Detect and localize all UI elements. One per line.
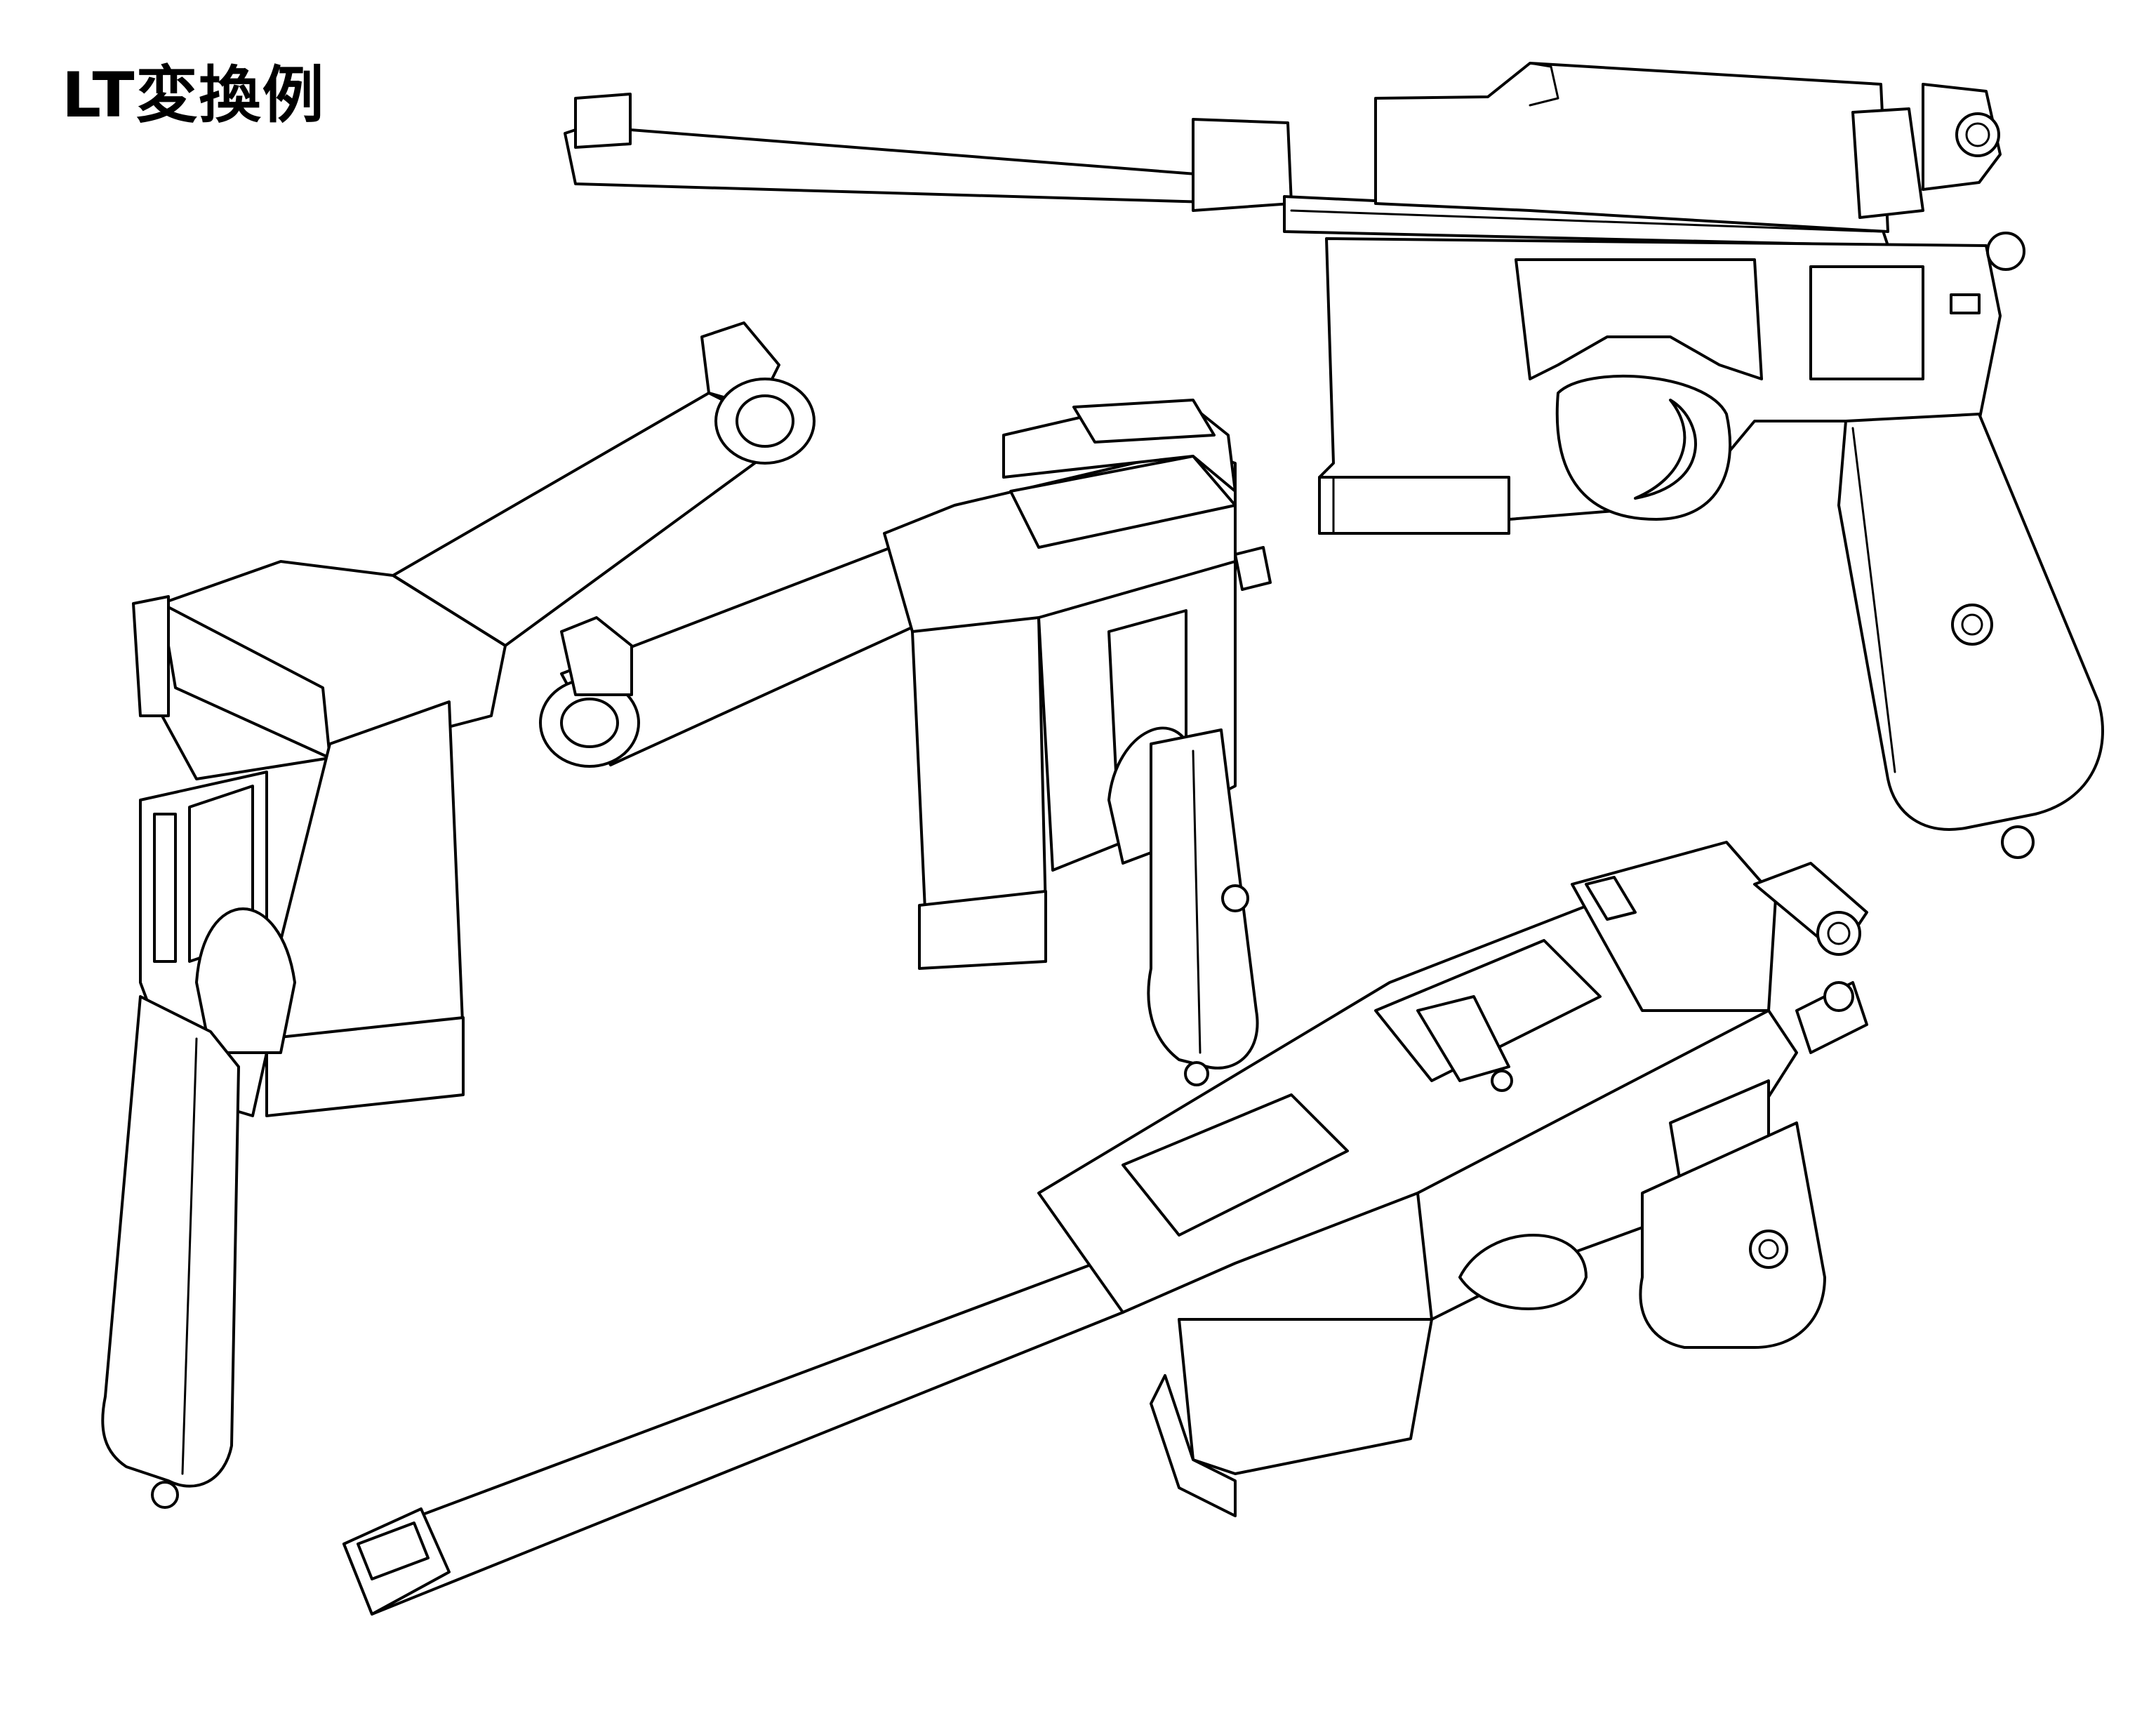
pistol-muzzle-view	[539, 399, 1272, 1086]
pistol-top-view	[342, 841, 1868, 1616]
pistol-front-left-view	[101, 321, 816, 1509]
page-title: LT変換例	[62, 59, 326, 131]
pistol-side-view	[564, 62, 2104, 859]
